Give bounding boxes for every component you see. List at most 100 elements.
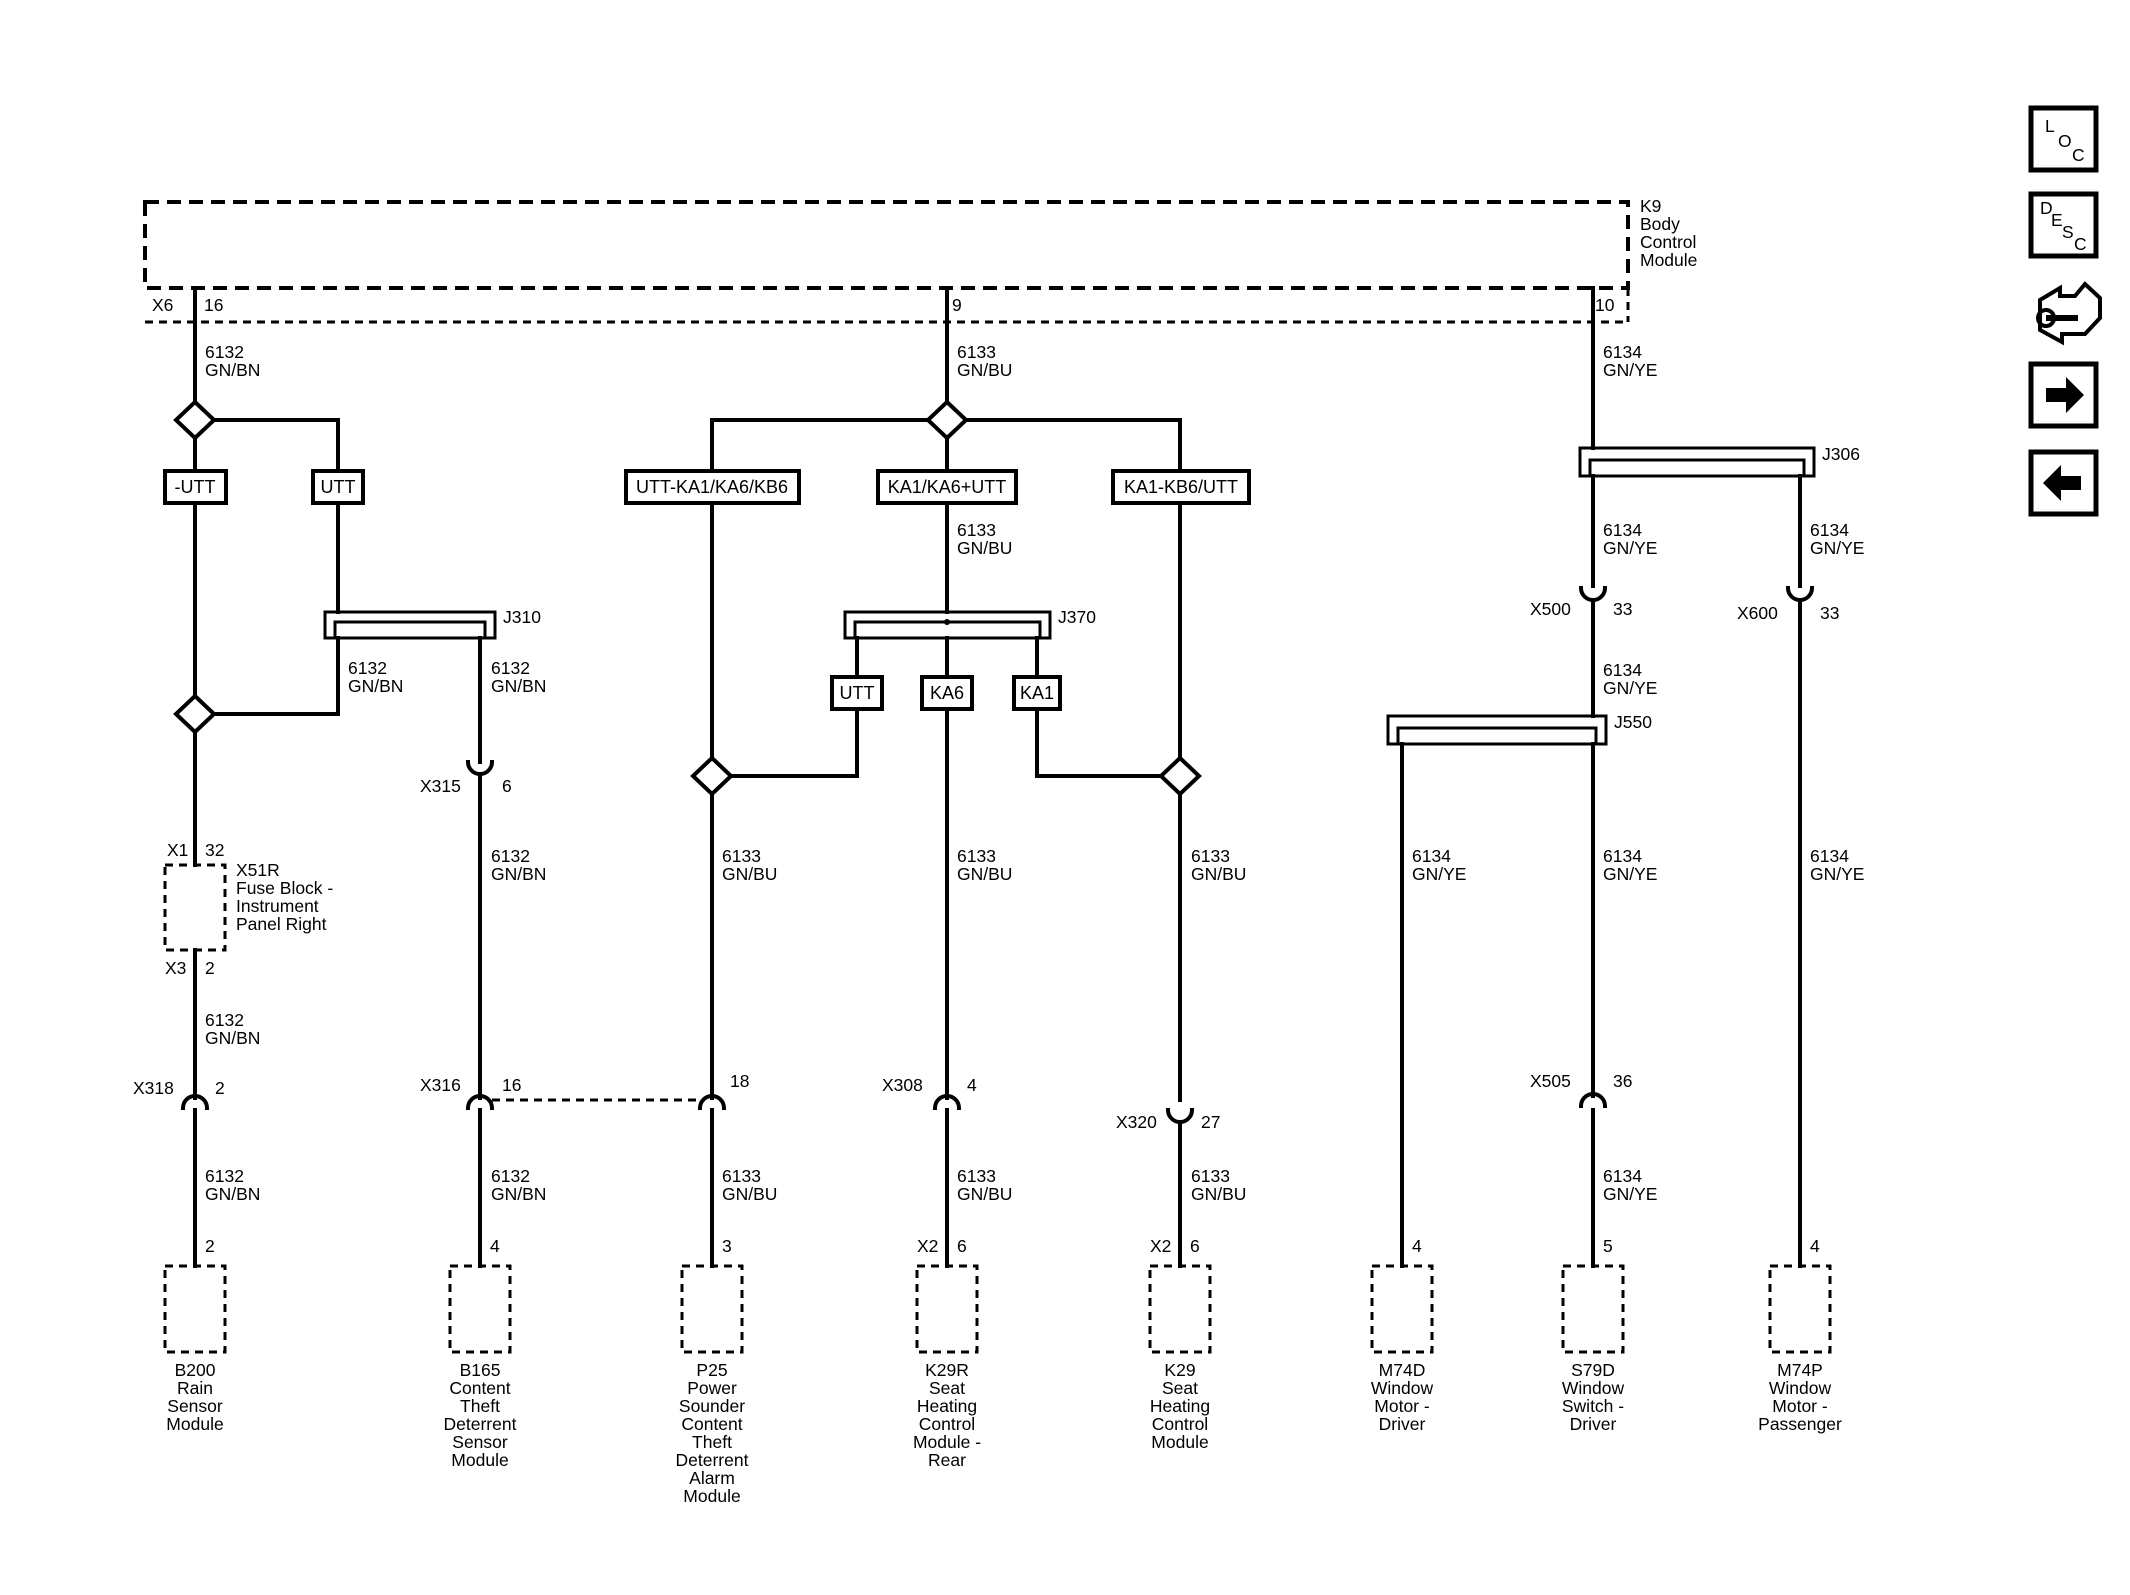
connector-tool-icon[interactable] <box>2036 281 2102 346</box>
wire-color: GN/YE <box>1810 864 1864 884</box>
wire-label: 6132 <box>205 1166 244 1186</box>
fuse-conn-bot: X3 <box>165 958 186 978</box>
prev-arrow-button[interactable] <box>2028 449 2099 517</box>
wire-color: GN/BN <box>491 1184 546 1204</box>
bcm-line-2: Control <box>1640 232 1696 252</box>
wire-label: 6134 <box>1603 846 1642 866</box>
wire-label: 6134 <box>1603 1166 1642 1186</box>
option-label: KA6 <box>930 683 964 703</box>
desc-letter-s: S <box>2062 222 2074 242</box>
component-name-line: Sensor <box>452 1432 508 1452</box>
conn-pin: 27 <box>1201 1112 1220 1132</box>
splice-pack-j310 <box>323 610 497 640</box>
component-box <box>680 1264 744 1354</box>
loc-letter-l: L <box>2045 116 2055 136</box>
component-name-line: M74P <box>1777 1360 1823 1380</box>
wire-color: GN/YE <box>1603 538 1657 558</box>
desc-letter-c: C <box>2074 234 2087 254</box>
component-name-line: Motor - <box>1374 1396 1430 1416</box>
component-module: 3P25PowerSounderContentTheftDeterrentAla… <box>676 1236 749 1506</box>
component-name-line: Driver <box>1570 1414 1617 1434</box>
conn-pin: 36 <box>1613 1071 1632 1091</box>
loc-button-frame[interactable] <box>2028 105 2099 173</box>
left-arrow-icon <box>2043 465 2081 501</box>
conn-id: X316 <box>420 1075 461 1095</box>
component-name-line: Heating <box>917 1396 977 1416</box>
wire-label: 6132 <box>348 658 387 678</box>
component-box <box>915 1264 979 1354</box>
component-box <box>163 1264 227 1354</box>
component-connector: X2 <box>1150 1236 1171 1256</box>
circuit-6134: 6134 GN/YE J306 6134 GN/YE 6134 GN/YE 61… <box>1386 286 1864 1268</box>
fuse-pin-top: 32 <box>205 840 224 860</box>
component-pin: 2 <box>205 1236 215 1256</box>
wire-label: 6134 <box>1603 660 1642 680</box>
component-name-line: Window <box>1769 1378 1832 1398</box>
desc-button-frame[interactable] <box>2028 191 2099 259</box>
wire-label: 6133 <box>1191 1166 1230 1186</box>
wire-label: 6132 <box>205 1010 244 1030</box>
option-label: KA1 <box>1020 683 1054 703</box>
wire-label: 6134 <box>1810 520 1849 540</box>
bcm-pin-left: 16 <box>204 295 223 315</box>
option-box <box>163 469 228 505</box>
wire-color: GN/BU <box>957 1184 1012 1204</box>
component-name-line: Passenger <box>1758 1414 1842 1434</box>
wire-color: GN/YE <box>1412 864 1466 884</box>
loc-button[interactable]: L O C <box>2028 105 2099 173</box>
next-arrow-button[interactable] <box>2028 361 2099 429</box>
conn-id: X600 <box>1737 603 1778 623</box>
fuse-name-4: Panel Right <box>236 914 327 934</box>
component-name-line: Motor - <box>1772 1396 1828 1416</box>
wire-color: GN/BN <box>491 864 546 884</box>
component-name-line: Seat <box>1162 1378 1198 1398</box>
component-name-line: Heating <box>1150 1396 1210 1416</box>
inline-connector: X308 4 6133 GN/BU <box>882 1075 1012 1268</box>
wire-label: 6133 <box>722 1166 761 1186</box>
conn-pin: 6 <box>502 776 512 796</box>
bcm-id: K9 <box>1640 196 1661 216</box>
component-name-line: Driver <box>1379 1414 1426 1434</box>
wire-label: 6132 <box>491 1166 530 1186</box>
conn-id: X320 <box>1116 1112 1157 1132</box>
component-pin: 4 <box>490 1236 500 1256</box>
conn-pin: 18 <box>730 1071 749 1091</box>
fuse-name-1: X51R <box>236 860 280 880</box>
wire-color: GN/YE <box>1810 538 1864 558</box>
component-name-line: B165 <box>460 1360 501 1380</box>
component-name-line: Rear <box>928 1450 966 1470</box>
desc-button[interactable]: D E S C <box>2028 191 2099 259</box>
bcm-connector: X6 <box>152 295 173 315</box>
j306-label: J306 <box>1822 444 1860 464</box>
component-name-line: Alarm <box>689 1468 735 1488</box>
component-pin: 4 <box>1810 1236 1820 1256</box>
component-name-line: Sounder <box>679 1396 745 1416</box>
conn-id: X308 <box>882 1075 923 1095</box>
wire-label: 6133 <box>722 846 761 866</box>
conn-pin: 2 <box>215 1078 225 1098</box>
conn-id: X318 <box>133 1078 174 1098</box>
bcm-line-3: Module <box>1640 250 1697 270</box>
conn-pin: 33 <box>1820 603 1839 623</box>
component-name-line: S79D <box>1571 1360 1615 1380</box>
component-box <box>1561 1264 1625 1354</box>
component-name-line: K29R <box>925 1360 969 1380</box>
conn-pin: 4 <box>967 1075 977 1095</box>
wire-color: GN/BN <box>491 676 546 696</box>
option-box <box>830 675 884 711</box>
inline-connector: X600 33 <box>1737 585 1839 623</box>
component-name-line: Deterrent <box>444 1414 517 1434</box>
component-name-line: M74D <box>1379 1360 1426 1380</box>
component-pin: 3 <box>722 1236 732 1256</box>
component-box <box>448 1264 512 1354</box>
components: 2B200RainSensorModule4B165ContentTheftDe… <box>163 1236 1842 1506</box>
wire-label: 6133 <box>957 1166 996 1186</box>
inline-connector: X320 27 6133 GN/BU <box>1116 1107 1246 1268</box>
fuse-conn-top: X1 <box>167 840 188 860</box>
wire-label: 6133 <box>957 846 996 866</box>
wire-color-6132: GN/BN <box>205 360 260 380</box>
wire-color: GN/BU <box>722 1184 777 1204</box>
